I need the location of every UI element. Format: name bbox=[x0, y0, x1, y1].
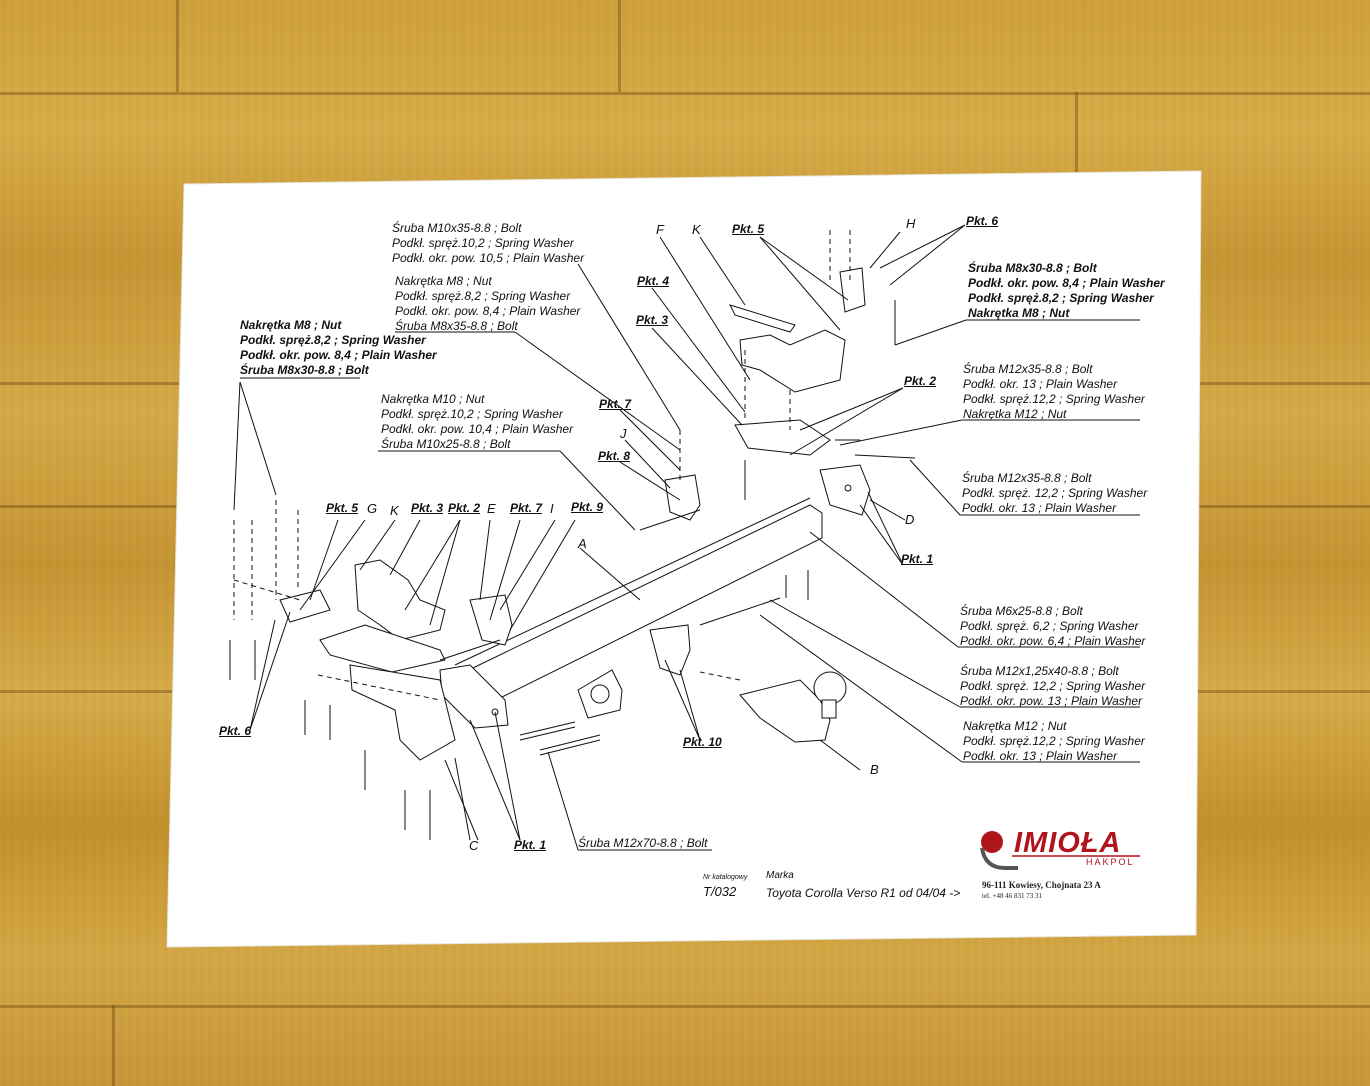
part-letter-d: D bbox=[905, 512, 915, 527]
pkt7-left-label: Pkt. 7 bbox=[510, 501, 543, 515]
pkt7-top-label: Pkt. 7 bbox=[599, 397, 632, 411]
logo-ball-icon bbox=[981, 831, 1003, 853]
label-m8-nut-group: Nakrętka M8 ; Nut Podkł. spręż.8,2 ; Spr… bbox=[240, 318, 437, 377]
label-m8x35-group: Nakrętka M8 ; Nut Podkł. spręż.8,2 ; Spr… bbox=[395, 274, 581, 333]
pkt1-bottom-label: Pkt. 1 bbox=[514, 838, 547, 852]
make-label: Marka bbox=[766, 870, 794, 881]
plank-seam bbox=[0, 92, 1370, 95]
part-letter-a: A bbox=[578, 536, 587, 551]
imiola-logo: IMIOŁA bbox=[1014, 827, 1122, 859]
label-m8x30-right-group: Śruba M8x30-8.8 ; Bolt Podkł. okr. pow. … bbox=[968, 261, 1165, 320]
pkt2-left-label: Pkt. 2 bbox=[448, 501, 481, 515]
label-m12x35a-group: Śruba M12x35-8.8 ; Bolt Podkł. okr. 13 ;… bbox=[963, 362, 1145, 421]
pkt10-label: Pkt. 10 bbox=[683, 735, 722, 749]
pkt5-left-label: Pkt. 5 bbox=[326, 501, 359, 515]
pkt2-top-label: Pkt. 2 bbox=[904, 374, 937, 388]
plank-seam bbox=[0, 1005, 1370, 1008]
plank-seam bbox=[176, 0, 179, 92]
part-letter-h: H bbox=[906, 216, 916, 231]
part-letter-b: B bbox=[870, 762, 879, 777]
catalog-number: T/032 bbox=[703, 884, 737, 899]
label-m10x35-group: Śruba M10x35-8.8 ; Bolt Podkł. spręż.10,… bbox=[392, 221, 585, 265]
label-m6x25-group: Śruba M6x25-8.8 ; Bolt Podkł. spręż. 6,2… bbox=[960, 604, 1146, 648]
pkt1-right-label: Pkt. 1 bbox=[901, 552, 934, 566]
catalog-number-label: Nr katalogowy bbox=[703, 874, 748, 881]
make-value: Toyota Corolla Verso R1 od 04/04 -> bbox=[766, 886, 961, 900]
label-m12-nut-group: Nakrętka M12 ; Nut Podkł. spręż.12,2 ; S… bbox=[963, 719, 1145, 763]
pkt9-label: Pkt. 9 bbox=[571, 500, 604, 514]
pkt5-top-label: Pkt. 5 bbox=[732, 222, 765, 236]
company-phone: tel. +48 46 831 73 31 bbox=[982, 892, 1042, 900]
hakpol-logo: HAKPOL bbox=[1086, 857, 1135, 867]
pkt6-top-label: Pkt. 6 bbox=[966, 214, 999, 228]
company-address: 96-111 Kowiesy, Chojnata 23 A bbox=[982, 880, 1101, 890]
label-m12x70-bolt: Śruba M12x70-8.8 ; Bolt bbox=[578, 836, 708, 850]
pkt6-left-label: Pkt. 6 bbox=[219, 724, 252, 738]
part-letter-g: G bbox=[367, 501, 378, 516]
plank-seam bbox=[618, 0, 621, 92]
towbar-drawing bbox=[229, 224, 1140, 851]
label-m12x35b-group: Śruba M12x35-8.8 ; Bolt Podkł. spręż. 12… bbox=[962, 471, 1148, 515]
part-letter-f: F bbox=[656, 222, 664, 237]
part-letter-c: C bbox=[469, 838, 479, 853]
label-m12x125-group: Śruba M12x1,25x40-8.8 ; Bolt Podkł. sprę… bbox=[960, 664, 1146, 708]
pkt8-label: Pkt. 8 bbox=[598, 449, 631, 463]
part-letter-i: I bbox=[550, 501, 554, 516]
part-letter-j: J bbox=[620, 426, 627, 441]
part-letter-e: E bbox=[487, 501, 496, 516]
pkt3-top-label: Pkt. 3 bbox=[636, 313, 669, 327]
part-letter-k-top: K bbox=[692, 222, 701, 237]
part-letter-k-left: K bbox=[390, 503, 399, 518]
label-m10x25-group: Nakrętka M10 ; Nut Podkł. spręż.10,2 ; S… bbox=[381, 392, 574, 451]
pkt4-label: Pkt. 4 bbox=[637, 274, 670, 288]
plank-seam bbox=[112, 1005, 115, 1086]
pkt3-left-label: Pkt. 3 bbox=[411, 501, 444, 515]
logo-hook-icon bbox=[980, 847, 1018, 870]
